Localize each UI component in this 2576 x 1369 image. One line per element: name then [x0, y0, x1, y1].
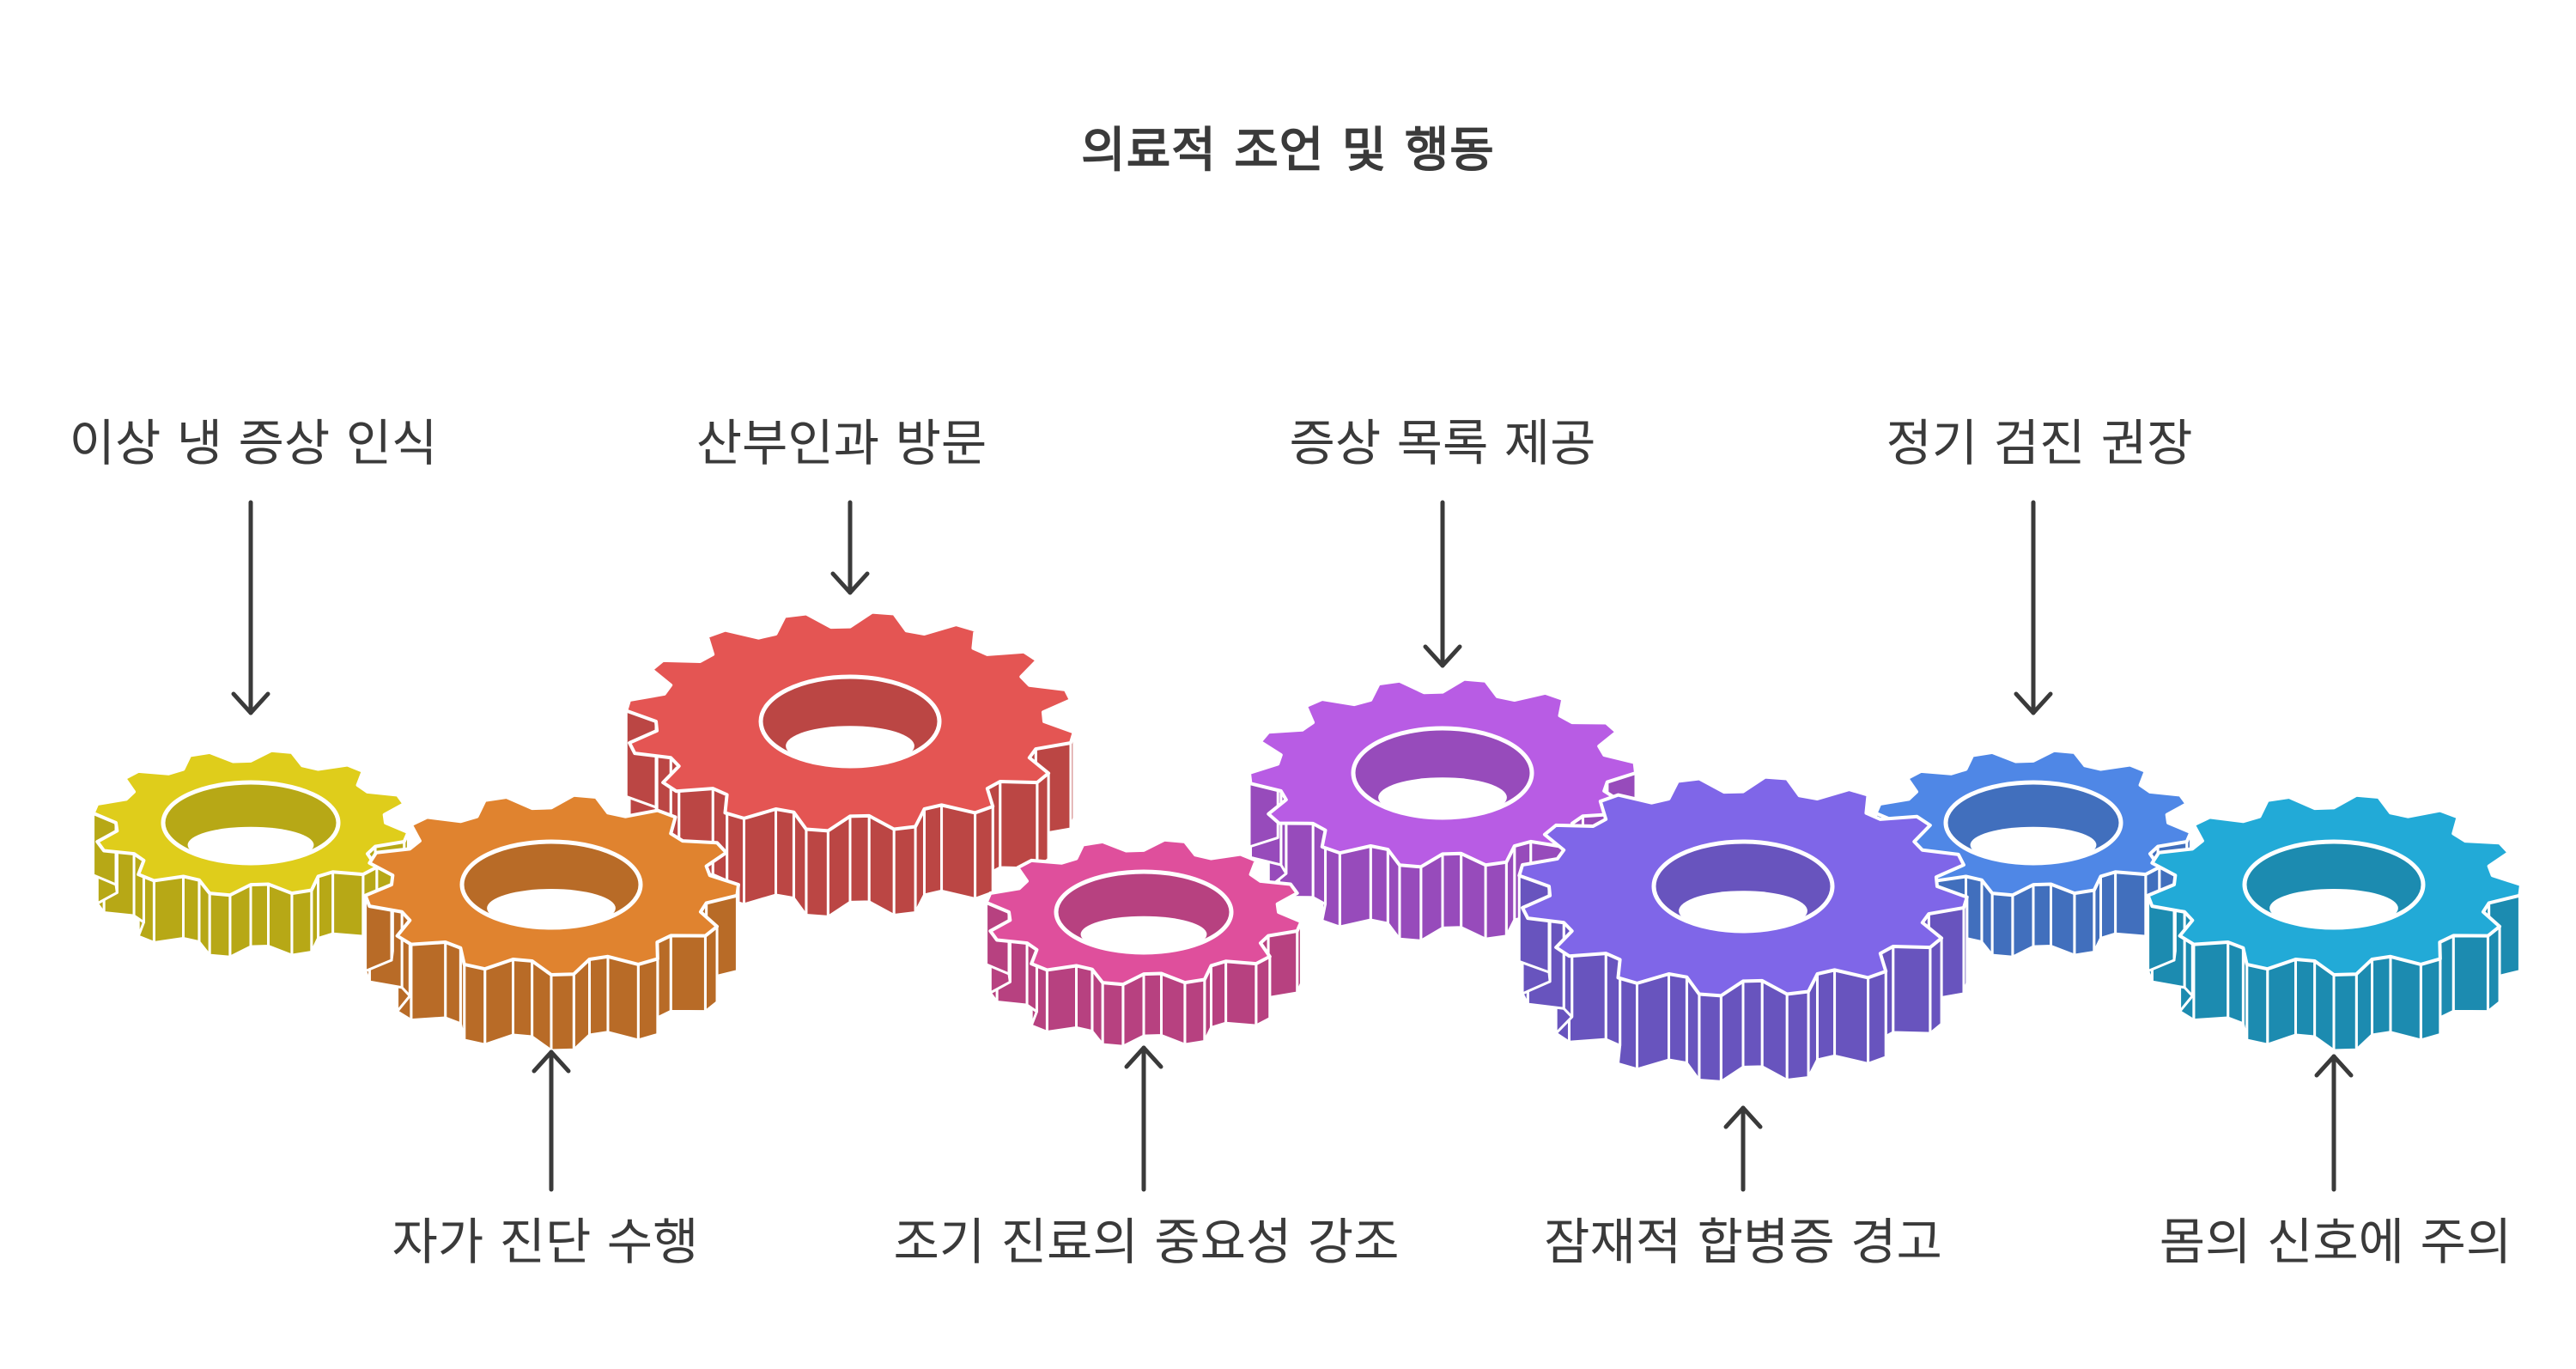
arrow-signals [2314, 1054, 2354, 1192]
gear-2 [624, 610, 1076, 918]
arrow-visit [830, 500, 870, 595]
label-regular-checkup: 정기 검진 권장 [1886, 414, 2193, 472]
label-complication-warning: 잠재적 합병증 경고 [1544, 1213, 1942, 1271]
label-visit-gynecologist: 산부인과 방문 [696, 414, 987, 472]
label-self-diagnosis: 자가 진단 수행 [392, 1213, 699, 1271]
arrow-recognize [231, 500, 270, 715]
arrow-warning [1723, 1105, 1763, 1192]
label-symptom-list: 증상 목록 제공 [1289, 414, 1596, 472]
arrow-self-diag [532, 1050, 571, 1192]
label-recognize-symptoms: 이상 냉 증상 인식 [69, 414, 438, 472]
gear-5 [1517, 775, 1969, 1083]
arrow-early-care [1124, 1045, 1163, 1192]
gear-7 [2146, 793, 2523, 1052]
gear-1 [363, 793, 740, 1052]
label-body-signals: 몸의 신호에 주의 [2159, 1213, 2512, 1271]
gear-3 [984, 837, 1303, 1048]
diagram-title: 의료적 조언 및 행동 [1081, 123, 1495, 179]
arrow-symptoms [1423, 500, 1462, 668]
label-early-care-importance: 조기 진료의 중요성 강조 [893, 1213, 1400, 1271]
arrow-checkup [2014, 500, 2053, 715]
